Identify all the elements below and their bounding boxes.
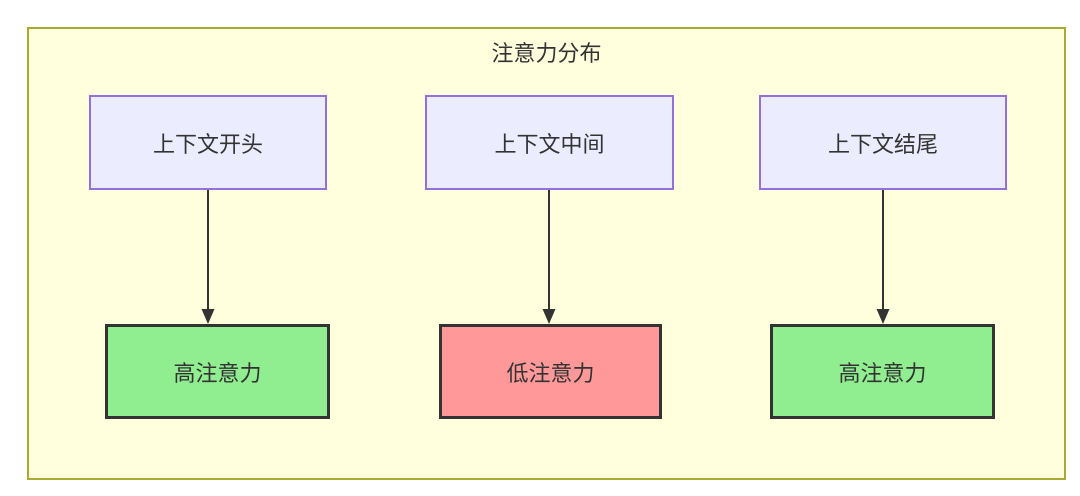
node-context-middle: 上下文中间: [425, 95, 674, 190]
arrow-middle-to-low: [542, 190, 556, 324]
node-high-attention-start-label: 高注意力: [173, 360, 262, 386]
node-high-attention-end-label: 高注意力: [838, 360, 927, 386]
node-context-middle-label: 上下文中间: [494, 131, 605, 157]
node-context-start-label: 上下文开头: [152, 131, 263, 157]
node-context-end: 上下文结尾: [759, 95, 1007, 190]
attention-distribution-container: 注意力分布 上下文开头 上下文中间 上下文结尾 高注意力 低注意力: [27, 27, 1066, 480]
arrow-start-to-high: [201, 190, 215, 324]
node-high-attention-start: 高注意力: [105, 324, 330, 419]
diagram-title: 注意力分布: [491, 41, 602, 66]
node-high-attention-end: 高注意力: [770, 324, 995, 419]
arrow-end-to-high: [876, 190, 890, 324]
node-low-attention-middle: 低注意力: [439, 324, 662, 419]
node-context-start: 上下文开头: [89, 95, 327, 190]
node-low-attention-middle-label: 低注意力: [506, 360, 595, 386]
node-context-end-label: 上下文结尾: [827, 131, 938, 157]
